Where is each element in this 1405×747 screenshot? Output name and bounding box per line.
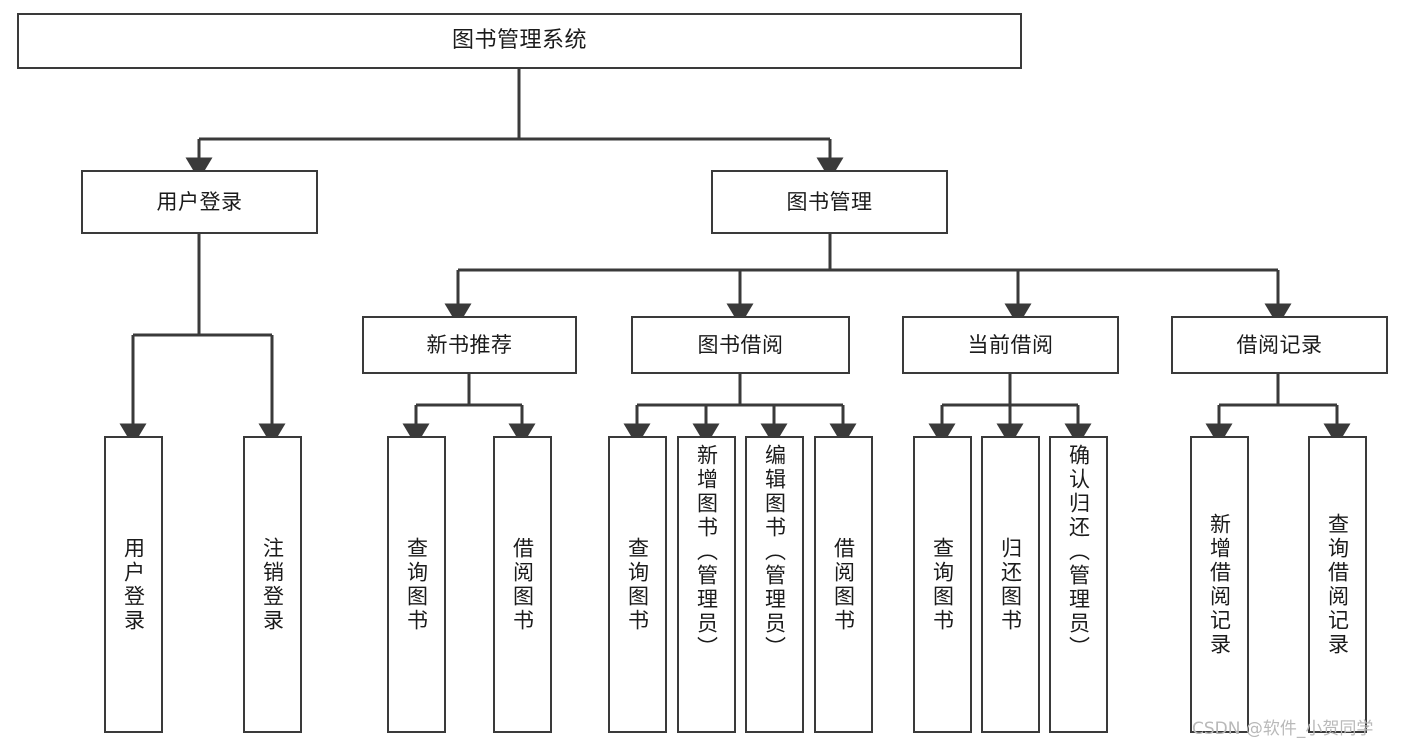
node-borrow-record[interactable]: 借阅记录 bbox=[1171, 316, 1388, 374]
node-label: 注销登录 bbox=[260, 536, 285, 633]
node-label: 当前借阅 bbox=[967, 332, 1054, 357]
node-label: 借阅图书 bbox=[510, 536, 535, 633]
node-user-login[interactable]: 用户登录 bbox=[81, 170, 318, 234]
node-root-system[interactable]: 图书管理系统 bbox=[17, 13, 1022, 69]
node-label: 用户登录 bbox=[121, 536, 146, 633]
node-leaf-query-book-2[interactable]: 查询图书 bbox=[608, 436, 667, 733]
node-leaf-add-record[interactable]: 新增借阅记录 bbox=[1190, 436, 1249, 733]
node-label: 新增借阅记录 bbox=[1207, 512, 1232, 657]
node-label: 确认归还（管理员） bbox=[1066, 444, 1091, 660]
watermark-text: CSDN @软件_小贺同学 bbox=[1192, 719, 1374, 739]
node-leaf-user-login[interactable]: 用户登录 bbox=[104, 436, 163, 733]
node-label: 归还图书 bbox=[998, 536, 1023, 633]
node-leaf-borrow-book-2[interactable]: 借阅图书 bbox=[814, 436, 873, 733]
node-leaf-confirm-return[interactable]: 确认归还（管理员） bbox=[1049, 436, 1108, 733]
node-label: 图书管理 bbox=[786, 189, 873, 214]
node-label: 查询图书 bbox=[930, 536, 955, 633]
node-label: 新增图书（管理员） bbox=[694, 444, 719, 660]
node-label: 新书推荐 bbox=[426, 332, 513, 357]
node-current-borrow[interactable]: 当前借阅 bbox=[902, 316, 1119, 374]
node-label: 查询借阅记录 bbox=[1325, 512, 1350, 657]
node-label: 查询图书 bbox=[625, 536, 650, 633]
node-label: 借阅图书 bbox=[831, 536, 856, 633]
node-label: 图书管理系统 bbox=[451, 28, 587, 54]
node-leaf-logout[interactable]: 注销登录 bbox=[243, 436, 302, 733]
node-leaf-query-record[interactable]: 查询借阅记录 bbox=[1308, 436, 1367, 733]
node-leaf-edit-book[interactable]: 编辑图书（管理员） bbox=[745, 436, 804, 733]
node-leaf-borrow-book-1[interactable]: 借阅图书 bbox=[493, 436, 552, 733]
node-label: 借阅记录 bbox=[1236, 332, 1323, 357]
node-leaf-query-book-3[interactable]: 查询图书 bbox=[913, 436, 972, 733]
node-label: 查询图书 bbox=[404, 536, 429, 633]
node-label: 图书借阅 bbox=[697, 332, 784, 357]
node-leaf-return-book[interactable]: 归还图书 bbox=[981, 436, 1040, 733]
node-label: 编辑图书（管理员） bbox=[762, 444, 787, 660]
node-new-book-recommend[interactable]: 新书推荐 bbox=[362, 316, 577, 374]
node-book-manage[interactable]: 图书管理 bbox=[711, 170, 948, 234]
node-leaf-add-book[interactable]: 新增图书（管理员） bbox=[677, 436, 736, 733]
node-book-borrow[interactable]: 图书借阅 bbox=[631, 316, 850, 374]
node-label: 用户登录 bbox=[156, 189, 243, 214]
node-leaf-query-book-1[interactable]: 查询图书 bbox=[387, 436, 446, 733]
